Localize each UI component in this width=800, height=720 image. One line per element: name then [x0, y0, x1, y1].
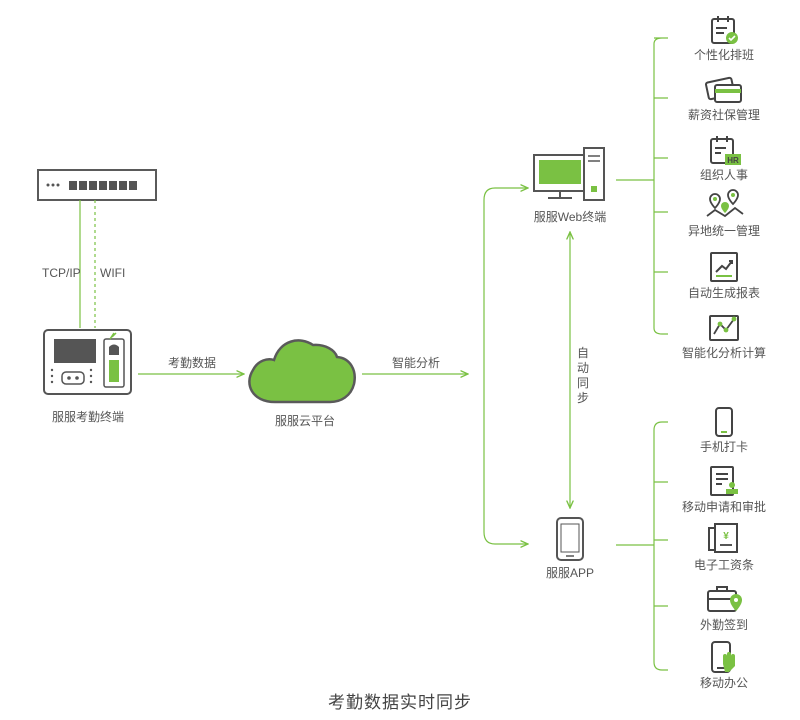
feature-remote-management-label: 异地统一管理 — [687, 224, 760, 238]
web-feature-tree — [616, 37, 668, 335]
diagram-title: 考勤数据实时同步 — [328, 693, 472, 712]
tcpip-label: TCP/IP — [42, 266, 81, 280]
auto-sync-label: 自动同步 — [576, 346, 589, 405]
briefcase-pin-icon — [707, 586, 742, 612]
app-label: 服服APP — [545, 566, 595, 580]
report-chart-icon — [710, 252, 738, 282]
cloud-platform-icon — [248, 339, 356, 404]
feature-mobile-approval-label: 移动申请和审批 — [681, 500, 766, 514]
feature-hr-label: 组织人事 — [699, 168, 748, 182]
feature-e-payslip-label: 电子工资条 — [693, 558, 754, 572]
hr-icon: HR — [710, 136, 741, 165]
phone-icon — [715, 407, 733, 437]
mobile-office-icon — [711, 641, 735, 673]
analysis-chart-icon — [709, 315, 739, 341]
web-terminal-icon — [533, 147, 605, 201]
feature-auto-report-label: 自动生成报表 — [687, 286, 760, 300]
feature-remote-management: 异地统一管理 — [654, 188, 794, 238]
location-pins-icon — [706, 189, 744, 218]
schedule-icon — [711, 16, 738, 44]
svg-text:HR: HR — [727, 156, 739, 165]
feature-auto-report: 自动生成报表 — [654, 250, 794, 300]
feature-field-checkin-label: 外勤签到 — [699, 618, 748, 632]
feature-mobile-office-label: 移动办公 — [699, 676, 748, 690]
feature-payroll-label: 薪资社保管理 — [687, 108, 760, 122]
feature-schedule: 个性化排班 — [654, 14, 794, 62]
feature-mobile-clockin-label: 手机打卡 — [699, 440, 748, 454]
cloud-label: 服服云平台 — [274, 414, 336, 428]
terminal-label: 服服考勤终端 — [51, 410, 125, 424]
feature-field-checkin: 外勤签到 — [654, 582, 794, 632]
svg-text:¥: ¥ — [723, 531, 729, 542]
feature-smart-analysis-label: 智能化分析计算 — [681, 346, 766, 360]
feature-schedule-label: 个性化排班 — [693, 48, 754, 62]
smart-analysis-label: 智能分析 — [391, 356, 441, 370]
wifi-label: WIFI — [100, 266, 126, 280]
attendance-data-label: 考勤数据 — [167, 356, 217, 370]
feature-mobile-office: 移动办公 — [654, 640, 794, 690]
web-terminal-label: 服服Web终端 — [533, 210, 607, 224]
branch-connector — [483, 187, 500, 545]
feature-mobile-approval: 移动申请和审批 — [654, 464, 794, 514]
feature-smart-analysis: 智能化分析计算 — [654, 310, 794, 360]
feature-payroll: 薪资社保管理 — [654, 74, 794, 122]
feature-mobile-clockin: 手机打卡 — [654, 406, 794, 454]
payslip-icon: ¥ — [708, 523, 738, 553]
app-feature-tree — [616, 421, 668, 671]
attendance-terminal-icon — [43, 329, 132, 395]
feature-e-payslip: ¥ 电子工资条 — [654, 522, 794, 572]
approval-icon — [710, 466, 738, 496]
network-switch-icon — [37, 169, 157, 201]
feature-hr: HR 组织人事 — [654, 134, 794, 182]
app-phone-icon — [556, 517, 584, 561]
cards-icon — [704, 76, 742, 103]
